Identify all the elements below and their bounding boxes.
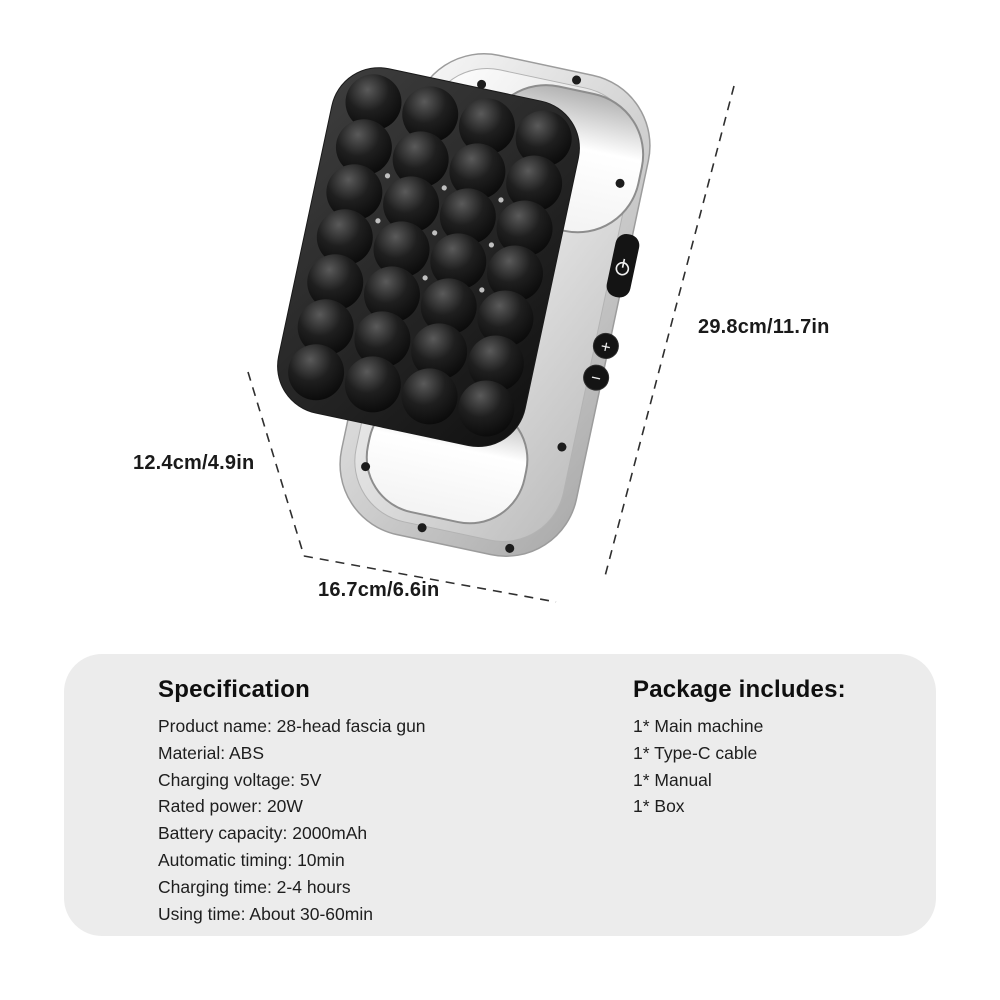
spec-item-using-time: Using time: About 30-60min [158, 903, 373, 924]
dimension-label-left: 12.4cm/4.9in [133, 452, 255, 474]
massage-head-ball [458, 98, 515, 155]
specification-section: Specification Product name: 28-head fasc… [158, 676, 558, 927]
massage-head-ball [420, 278, 477, 335]
info-panel: Specification Product name: 28-head fasc… [64, 654, 936, 936]
intensity-down-button [583, 364, 610, 391]
massage-head-ball [402, 86, 459, 143]
spec-item-timing: Automatic timing: 10min [158, 849, 345, 870]
plate-stud [498, 197, 504, 203]
massage-head-ball [392, 131, 449, 188]
spec-item-material: Material: ABS [158, 742, 265, 763]
plate-stud [384, 173, 391, 179]
package-section: Package includes: 1* Main machine 1* Typ… [633, 676, 933, 820]
dimension-line-right [603, 85, 735, 581]
body-screws [361, 75, 625, 553]
dimension-label-right: 29.8cm/11.7in [698, 316, 830, 338]
massage-head-ball [411, 323, 468, 380]
massage-head-array [277, 67, 580, 448]
massage-head-ball [401, 368, 458, 425]
package-item-cable: 1* Type-C cable [633, 742, 758, 763]
massage-head-ball [439, 188, 496, 245]
spec-item-battery: Battery capacity: 2000mAh [158, 823, 368, 844]
massage-head-ball [515, 110, 572, 167]
dimension-line-bottom [303, 555, 557, 603]
screw-dot [505, 543, 515, 553]
massage-head-ball [506, 155, 563, 212]
plate-stud [375, 218, 381, 224]
massage-head-ball [326, 164, 383, 221]
product-photo: + − [247, 53, 735, 603]
screw-dot [572, 75, 582, 85]
massage-head-ball [373, 221, 430, 278]
plate-stud [432, 230, 438, 236]
package-item-machine: 1* Main machine [633, 716, 764, 736]
screw-dot [477, 79, 487, 89]
massage-head-ball [496, 200, 553, 257]
massage-head-ball [307, 254, 364, 311]
spec-item-power: Rated power: 20W [158, 796, 303, 817]
massage-head-ball [477, 290, 534, 347]
dimension-label-bottom: 16.7cm/6.6in [318, 579, 440, 601]
plate-stud [441, 185, 447, 191]
massage-head-ball [297, 299, 354, 356]
screw-dot [615, 178, 625, 188]
screw-dot [557, 442, 567, 452]
massage-head-ball [467, 335, 524, 392]
plus-icon: + [599, 337, 613, 358]
massage-head-ball [354, 311, 411, 368]
massage-head-ball [344, 356, 401, 413]
dimension-lines [247, 85, 735, 603]
plate-stud [488, 242, 495, 248]
screw-dot [361, 462, 371, 472]
plate-stud [479, 287, 485, 293]
massage-head-ball [486, 245, 543, 302]
package-item-manual: 1* Manual [633, 769, 712, 790]
massage-head-ball [383, 176, 440, 233]
power-icon [615, 258, 630, 276]
dimension-line-left [247, 371, 305, 557]
massage-head-ball [345, 74, 402, 131]
massage-head-ball [335, 119, 392, 176]
plate-stud [422, 275, 428, 281]
massage-head-ball [458, 380, 515, 437]
package-heading: Package includes: [633, 676, 846, 703]
fascia-gun-device: + − [277, 53, 651, 557]
massage-head-ball [363, 266, 420, 323]
spec-item-charge-time: Charging time: 2-4 hours [158, 876, 351, 897]
minus-icon: − [589, 368, 603, 389]
spec-item-voltage: Charging voltage: 5V [158, 769, 322, 790]
massage-head-ball [288, 344, 345, 401]
spec-item-product-name: Product name: 28-head fascia gun [158, 716, 426, 736]
screw-dot [417, 523, 427, 533]
massage-head-ball [316, 209, 373, 266]
intensity-up-button [592, 332, 619, 359]
side-controls: + − [583, 233, 640, 391]
massage-head-ball [449, 143, 506, 200]
massage-head-ball [430, 233, 487, 290]
specification-heading: Specification [158, 676, 310, 703]
package-item-box: 1* Box [633, 796, 685, 817]
